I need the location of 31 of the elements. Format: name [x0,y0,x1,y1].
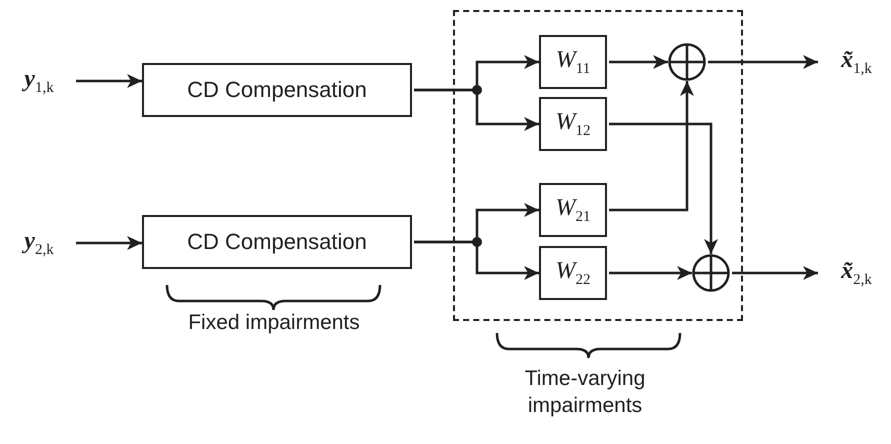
arrow [414,240,539,280]
dashed-group-frame [453,10,743,321]
process-box [539,35,607,89]
signal-label: y$_{1,k}$ [24,66,54,96]
annotation-text: Time-varying impairments [524,366,646,419]
signal-label: x̃$_{2,k}$ [841,258,872,288]
filter-label: W$_{11}$ [556,46,590,78]
summing-junction [692,254,730,292]
arrow [732,266,818,280]
process-box [142,215,412,269]
arrow [708,55,818,69]
block-label: CD Compensation [187,77,367,103]
block-label: CD Compensation [187,229,367,255]
arrow [609,81,694,212]
process-box [539,97,607,151]
summing-junction [668,43,706,81]
process-box [539,246,607,300]
filter-label: W$_{22}$ [556,258,590,288]
signal-label: y$_{2,k}$ [24,228,54,258]
arrow [609,266,692,280]
process-box [142,63,412,117]
signal-label: x̃$_{1,k}$ [841,46,872,78]
process-box [539,183,607,237]
annotation-text: Fixed impairments [187,310,361,336]
arrow [609,122,718,254]
filter-label: W$_{12}$ [556,108,590,140]
arrow [76,74,142,88]
arrow [414,88,539,131]
arrow [609,55,668,69]
arrow [76,236,142,250]
filter-label: W$_{21}$ [556,194,590,226]
